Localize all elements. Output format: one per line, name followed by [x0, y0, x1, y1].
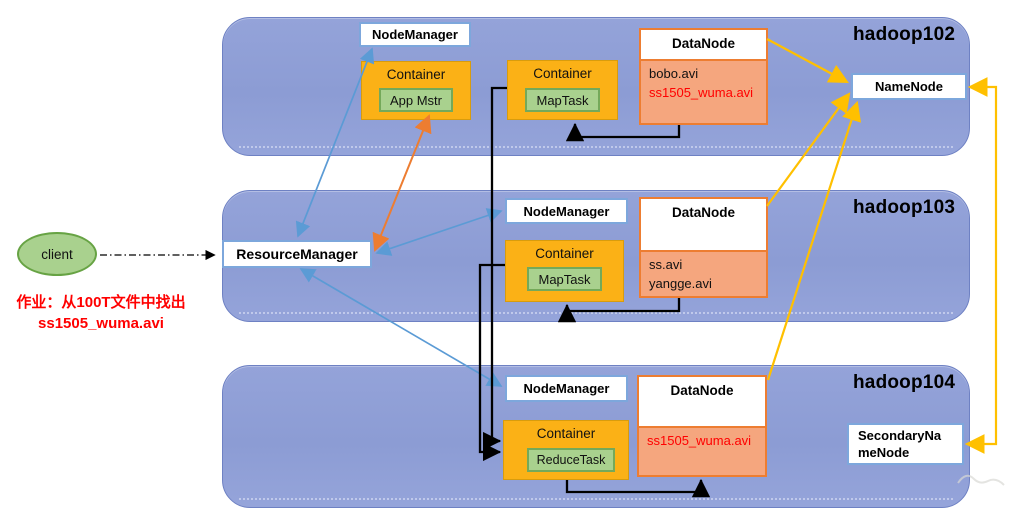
nodemanager-103-box: NodeManager	[505, 198, 628, 224]
task-app-mstr: App Mstr	[379, 88, 453, 112]
nodemanager-104-label: NodeManager	[523, 381, 610, 396]
secondary-namenode-box: SecondaryNameNode	[847, 423, 964, 465]
task-maptask-102-label: MapTask	[536, 92, 589, 108]
job-note-line1: 作业：从100T文件中找出	[16, 294, 186, 311]
file-yangge-avi: yangge.avi	[649, 276, 712, 291]
task-maptask-103: MapTask	[527, 267, 602, 291]
client-label: client	[41, 246, 73, 262]
datanode-104: DataNode ss1505_wuma.avi	[637, 375, 767, 477]
task-reducetask: ReduceTask	[527, 448, 615, 472]
datanode-102-files: bobo.avi ss1505_wuma.avi	[641, 59, 766, 123]
container-maptask-102-label: Container	[533, 66, 592, 81]
container-appmaster-label: Container	[386, 67, 446, 82]
nodemanager-102-label: NodeManager	[372, 27, 458, 42]
task-reducetask-label: ReduceTask	[536, 453, 606, 467]
resourcemanager-box: ResourceManager	[222, 240, 372, 268]
task-maptask-102: MapTask	[525, 88, 600, 112]
datanode-102-title: DataNode	[671, 36, 735, 51]
container-reducetask-label: Container	[536, 426, 596, 441]
datanode-102: DataNode bobo.avi ss1505_wuma.avi	[639, 28, 768, 125]
client-node: client	[17, 232, 97, 276]
datanode-104-files: ss1505_wuma.avi	[639, 426, 765, 475]
file-ss1505-wuma-avi-102: ss1505_wuma.avi	[649, 85, 754, 100]
secondary-namenode-label: SecondaryNameNode	[858, 428, 942, 460]
host-title-hadoop102: hadoop102	[853, 24, 956, 45]
nodemanager-102-box: NodeManager	[359, 22, 471, 47]
task-app-mstr-label: App Mstr	[389, 92, 442, 108]
file-ss-avi: ss.avi	[649, 257, 683, 272]
file-ss1505-wuma-avi-104: ss1505_wuma.avi	[647, 433, 752, 448]
host-title-hadoop103: hadoop103	[853, 197, 956, 218]
nodemanager-103-label: NodeManager	[523, 203, 610, 219]
arrow-namenode-secondarynamenode	[964, 77, 998, 454]
datanode-103-title: DataNode	[671, 205, 735, 220]
container-maptask-103-label: Container	[535, 246, 594, 261]
datanode-103: DataNode ss.avi yangge.avi	[639, 197, 768, 298]
namenode-label: NameNode	[875, 79, 943, 94]
datanode-104-title: DataNode	[670, 383, 734, 398]
nodemanager-104-box: NodeManager	[505, 375, 628, 402]
resourcemanager-label: ResourceManager	[236, 246, 358, 262]
file-bobo-avi: bobo.avi	[649, 66, 699, 81]
job-note-line2: ss1505_wuma.avi	[38, 315, 164, 332]
task-maptask-103-label: MapTask	[538, 271, 591, 287]
host-title-hadoop104: hadoop104	[853, 372, 956, 393]
datanode-103-files: ss.avi yangge.avi	[641, 250, 766, 296]
namenode-box: NameNode	[851, 73, 967, 100]
